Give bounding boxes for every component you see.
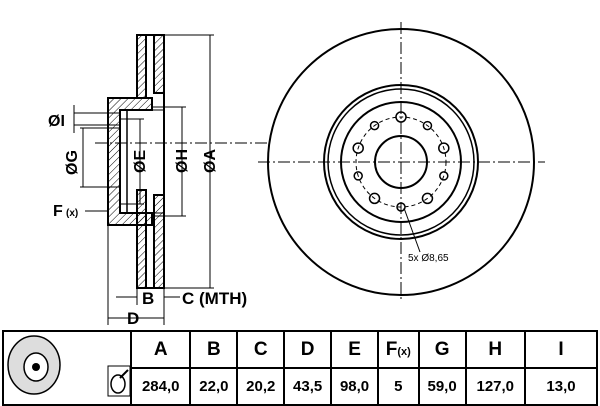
header-h: H [464, 330, 527, 369]
header-f-sub: (x) [397, 345, 411, 358]
disc-section-view [73, 34, 270, 325]
label-dia-e: ØE [132, 150, 149, 173]
header-a: A [129, 330, 192, 369]
bolt-hole [421, 192, 434, 205]
value-b: 22,0 [189, 367, 239, 406]
product-image-cell [2, 330, 132, 406]
label-dia-h: ØH [174, 149, 191, 173]
bolt-hole [353, 171, 363, 181]
disc-thumbnail-icon [7, 335, 131, 397]
header-f: F(x) [376, 330, 420, 369]
label-dia-a: ØA [202, 149, 219, 173]
hole-note: 5x Ø8,65 [408, 253, 449, 264]
label-c: C (MTH) [182, 289, 247, 308]
technical-drawing: ØI ØG ØE ØH ØA F (x) B C (MTH) D 5x Ø8,6… [48, 22, 545, 328]
label-f: F [53, 203, 63, 220]
header-e: E [330, 330, 379, 369]
label-f-sub: (x) [66, 208, 78, 219]
bolt-hole [438, 142, 450, 154]
value-i: 13,0 [524, 367, 598, 406]
disc-front-view [258, 22, 545, 300]
header-b: B [189, 330, 239, 369]
header-d: D [283, 330, 333, 369]
bolt-hole [395, 111, 407, 123]
label-dia-i: ØI [48, 113, 65, 130]
label-d: D [127, 309, 139, 328]
value-a: 284,0 [129, 367, 192, 406]
header-i: I [524, 330, 598, 369]
label-dia-g: ØG [64, 150, 81, 175]
value-h: 127,0 [464, 367, 527, 406]
value-c: 20,2 [236, 367, 286, 406]
bolt-hole [352, 142, 364, 154]
value-f: 5 [376, 367, 420, 406]
bolt-hole [396, 202, 406, 212]
bolt-hole [369, 120, 380, 131]
header-c: C [236, 330, 286, 369]
bolt-hole [422, 120, 433, 131]
value-d: 43,5 [283, 367, 333, 406]
value-g: 59,0 [417, 367, 467, 406]
header-f-letter: F [385, 338, 398, 360]
bolt-hole [439, 171, 449, 181]
bolt-hole [368, 192, 381, 205]
spec-table: A B C D E F(x) G H I 284,0 22,0 20,2 43,… [2, 330, 598, 406]
header-g: G [417, 330, 467, 369]
label-b: B [142, 289, 154, 308]
value-e: 98,0 [330, 367, 379, 406]
